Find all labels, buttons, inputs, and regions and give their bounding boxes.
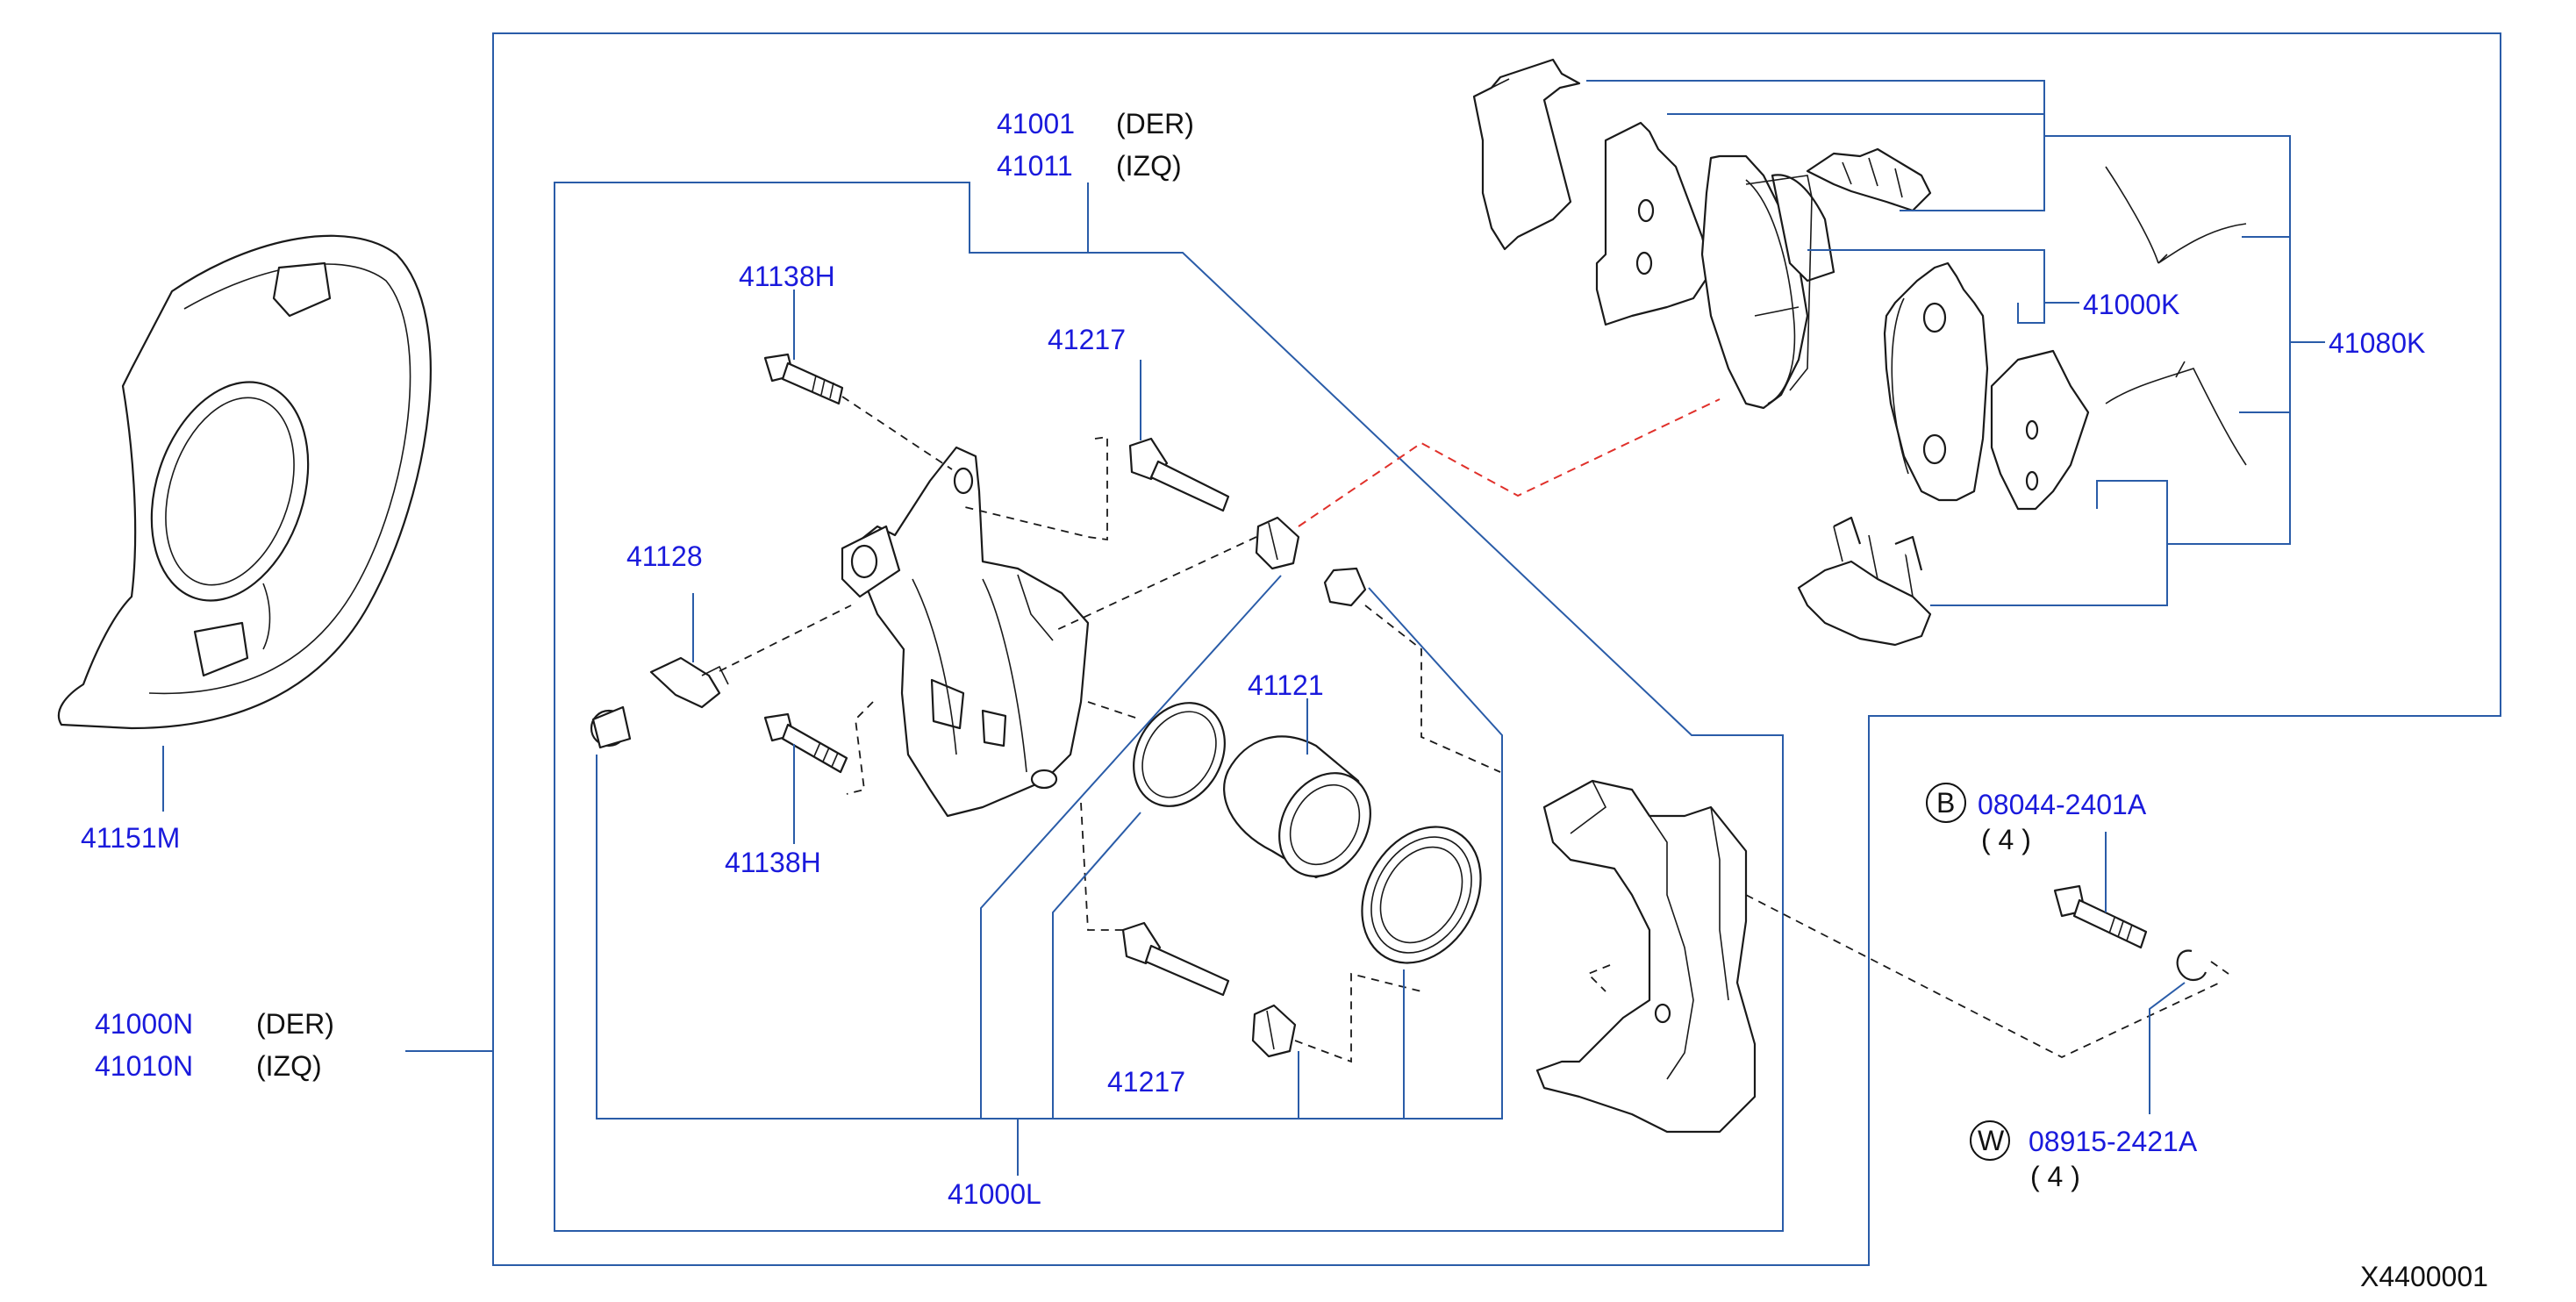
pad-clip-bottom xyxy=(1797,516,1932,647)
pn-41011: 41011 xyxy=(997,150,1073,182)
pn-41010N: 41010N xyxy=(95,1050,193,1082)
boot-bottom xyxy=(1251,1004,1297,1058)
pn-41138H-top: 41138H xyxy=(739,261,835,292)
pn-41001: 41001 xyxy=(997,108,1075,140)
washer-marker-circle xyxy=(1970,1120,2010,1161)
pn-41138H-bottom: 41138H xyxy=(725,847,821,878)
boot-top xyxy=(1255,516,1300,570)
bleeder-screw xyxy=(590,656,729,749)
diagram-id: X4400001 xyxy=(2360,1261,2488,1292)
outer-shim xyxy=(1472,58,1581,251)
bolt-marker: B xyxy=(1936,787,1955,819)
lock-washer xyxy=(2176,949,2207,981)
pn-41217-top: 41217 xyxy=(1048,324,1126,355)
piston-boot xyxy=(1361,826,1482,964)
pn-41217-bottom: 41217 xyxy=(1107,1066,1185,1098)
brake-pad-inner xyxy=(1883,261,1989,502)
leader-41080K xyxy=(1586,80,2325,606)
pn-41000K: 41000K xyxy=(2083,289,2179,320)
dash-bracket-2 xyxy=(1586,964,1611,992)
dash-bolt-top xyxy=(841,396,953,470)
inner-shim xyxy=(1990,349,2090,511)
dust-shield xyxy=(57,234,432,730)
wear-indicator-top xyxy=(2105,166,2247,264)
dash-bracket xyxy=(1745,894,2221,1059)
caliper-frame-inner xyxy=(554,182,1784,1232)
dash-boot-top xyxy=(1052,536,1257,633)
assembly-frame-outer xyxy=(492,32,2501,1266)
mounting-bolt xyxy=(2053,884,2148,949)
pn-41121: 41121 xyxy=(1248,669,1324,701)
side-41001: (DER) xyxy=(1116,108,1194,140)
pn-41128: 41128 xyxy=(626,540,703,572)
brake-pad-outer xyxy=(1700,154,1835,410)
pn-41000N: 41000N xyxy=(95,1008,193,1040)
piston-seal xyxy=(1133,702,1226,807)
dash-pad-red xyxy=(1298,398,1721,527)
leader-washer xyxy=(2149,982,2186,1114)
pn-41151M: 41151M xyxy=(81,822,180,854)
dash-washer xyxy=(2210,961,2229,975)
side-41011: (IZQ) xyxy=(1116,150,1182,182)
dash-bolt-mid xyxy=(846,701,874,795)
pn-bolt: 08044-2401A xyxy=(1978,789,2147,820)
guide-pin-top xyxy=(1128,437,1230,512)
dash-pin-top xyxy=(964,435,1108,541)
dash-boot-bottom xyxy=(1294,972,1422,1063)
bolt-marker-circle xyxy=(1926,783,1966,823)
side-41010N: (IZQ) xyxy=(256,1050,322,1082)
wear-indicator-bottom xyxy=(2105,361,2247,466)
piston xyxy=(1223,735,1371,879)
pn-41080K: 41080K xyxy=(2329,327,2425,359)
guide-pin-bottom xyxy=(1121,921,1230,997)
guide-bolt-mid xyxy=(763,712,848,774)
bushing-nut xyxy=(1323,567,1367,607)
anti-squeal-shim xyxy=(1595,121,1713,326)
side-41000N: (DER) xyxy=(256,1008,334,1040)
guide-bolt-top xyxy=(763,353,844,405)
pad-clip-top xyxy=(1806,147,1932,212)
leader-41000L xyxy=(596,575,1503,1176)
pn-41000L: 41000L xyxy=(948,1178,1041,1210)
dash-nut xyxy=(1364,604,1501,773)
pn-washer: 08915-2421A xyxy=(2029,1126,2198,1157)
qty-washer: ( 4 ) xyxy=(2030,1161,2080,1192)
dash-bleeder xyxy=(719,604,852,672)
caliper-body xyxy=(841,446,1090,818)
qty-bolt: ( 4 ) xyxy=(1981,824,2031,855)
caliper-bracket xyxy=(1535,779,1757,1134)
dash-piston xyxy=(1087,701,1141,720)
washer-marker: W xyxy=(1978,1125,2005,1156)
dash-pin-bottom xyxy=(1080,802,1123,931)
leader-41000K xyxy=(1807,249,2079,324)
